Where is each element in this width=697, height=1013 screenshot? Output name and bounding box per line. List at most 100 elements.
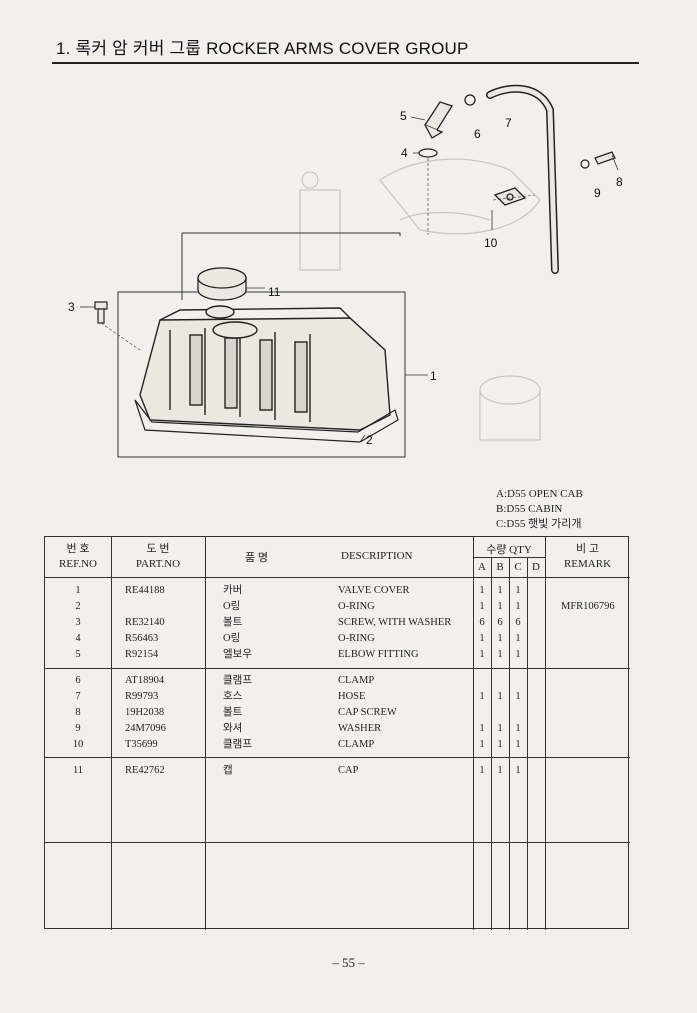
qty-c-cell: 6 <box>515 617 521 628</box>
qty-a-cell: 1 <box>479 739 485 750</box>
ref-no-cell: 5 <box>75 649 81 660</box>
exploded-parts-diagram <box>80 84 619 458</box>
qty-b-cell: 1 <box>497 739 503 750</box>
gasket-part <box>134 399 399 443</box>
hose-clamp-part <box>493 187 527 206</box>
name-ko-cell: 캡 <box>223 765 233 776</box>
column-divider <box>545 537 546 930</box>
callout-8: 8 <box>616 175 623 189</box>
qty-a-cell: 6 <box>479 617 485 628</box>
column-divider <box>527 557 528 930</box>
header-qty: 수량 QTY <box>486 544 532 556</box>
ref-no-cell: 11 <box>72 765 84 776</box>
hose-part <box>486 84 559 274</box>
qty-c-cell: 1 <box>515 723 521 734</box>
qty-c-cell: 1 <box>515 691 521 702</box>
ref-no-cell: 9 <box>75 723 81 734</box>
leader-bracket <box>181 232 401 300</box>
name-ko-cell: 클램프 <box>223 675 252 686</box>
name-ko-cell: 볼트 <box>223 707 243 718</box>
group-rule <box>45 668 630 669</box>
parts-table: 번 호 REF.NO 도 번 PART.NO 품 명 DESCRIPTION 수… <box>44 536 630 930</box>
description-cell: CLAMP <box>338 739 375 750</box>
column-divider <box>111 537 112 930</box>
header-qty-c: C <box>514 561 522 573</box>
name-ko-cell: 볼트 <box>223 617 243 628</box>
group-rule <box>45 842 630 843</box>
group-rule <box>45 757 630 758</box>
description-cell: O-RING <box>338 601 375 612</box>
qty-b-cell: 1 <box>497 585 503 596</box>
page-number: – 55 – <box>332 955 365 970</box>
qty-subheader-rule <box>473 557 545 558</box>
name-ko-cell: O링 <box>223 633 241 644</box>
header-ref-en: REF.NO <box>59 558 97 570</box>
qty-a-cell: 1 <box>479 765 485 776</box>
ref-no-cell: 7 <box>75 691 81 702</box>
cover-group-frame <box>117 291 406 458</box>
ref-no-cell: 8 <box>75 707 81 718</box>
ref-no-cell: 1 <box>75 585 81 596</box>
qty-b-cell: 1 <box>497 633 503 644</box>
description-cell: HOSE <box>338 691 366 702</box>
name-ko-cell: 엘보우 <box>223 649 252 660</box>
column-divider <box>473 537 474 930</box>
description-cell: CLAMP <box>338 675 375 686</box>
background-ghost-print <box>299 158 541 441</box>
qty-a-cell: 1 <box>479 723 485 734</box>
column-divider <box>205 537 206 930</box>
header-name-ko: 품 명 <box>245 552 268 564</box>
part-no-cell: R56463 <box>125 633 159 644</box>
qty-a-cell: 1 <box>479 585 485 596</box>
name-ko-cell: 카버 <box>223 585 243 596</box>
callout-6: 6 <box>474 127 481 141</box>
qty-b-cell: 1 <box>497 601 503 612</box>
name-ko-cell: 호스 <box>223 691 243 702</box>
o-ring-part <box>418 148 438 158</box>
name-ko-cell: 클램프 <box>223 739 252 750</box>
remark-cell: MFR106796 <box>561 601 615 612</box>
qty-a-cell: 1 <box>479 649 485 660</box>
model-legend: A:D55 OPEN CAB B:D55 CABIN C:D55 햇빛 가리개 <box>496 487 583 532</box>
part-no-cell: 19H2038 <box>125 707 165 718</box>
name-ko-cell: 와셔 <box>223 723 243 734</box>
qty-b-cell: 1 <box>497 765 503 776</box>
legend-line: A:D55 OPEN CAB <box>496 488 583 500</box>
callout-1: 1 <box>430 369 437 383</box>
qty-c-cell: 1 <box>515 601 521 612</box>
description-cell: VALVE COVER <box>338 585 410 596</box>
part-no-cell: 24M7096 <box>125 723 166 734</box>
qty-c-cell: 1 <box>515 585 521 596</box>
description-cell: CAP SCREW <box>338 707 397 718</box>
header-part-ko: 도 번 <box>146 543 170 555</box>
header-description: DESCRIPTION <box>341 550 413 562</box>
header-rule <box>45 577 630 578</box>
qty-b-cell: 1 <box>497 691 503 702</box>
description-cell: CAP <box>338 765 359 776</box>
header-remark-en: REMARK <box>563 558 612 570</box>
qty-a-cell: 1 <box>479 691 485 702</box>
qty-a-cell: 1 <box>479 601 485 612</box>
ref-no-cell: 6 <box>75 675 81 686</box>
ref-no-cell: 4 <box>75 633 81 644</box>
header-ref-ko: 번 호 <box>66 543 90 555</box>
column-divider <box>509 557 510 930</box>
qty-c-cell: 1 <box>515 765 521 776</box>
callout-10: 10 <box>484 236 498 250</box>
header-remark-ko: 비 고 <box>576 543 599 555</box>
part-no-cell: RE44188 <box>125 585 165 596</box>
callout-4: 4 <box>401 146 408 160</box>
part-no-cell: RE32140 <box>125 617 165 628</box>
page-title: 1. 록커 암 커버 그룹 ROCKER ARMS COVER GROUP <box>56 39 469 58</box>
valve-cover-part <box>139 305 391 431</box>
qty-b-cell: 1 <box>497 723 503 734</box>
description-cell: O-RING <box>338 633 375 644</box>
title-rule <box>52 62 639 64</box>
name-ko-cell: O링 <box>223 601 241 612</box>
legend-line: C:D55 햇빛 가리개 <box>496 518 582 530</box>
cap-part <box>197 267 247 301</box>
header-qty-a: A <box>478 561 486 573</box>
part-no-cell: R99793 <box>125 691 159 702</box>
qty-a-cell: 1 <box>479 633 485 644</box>
qty-c-cell: 1 <box>515 739 521 750</box>
